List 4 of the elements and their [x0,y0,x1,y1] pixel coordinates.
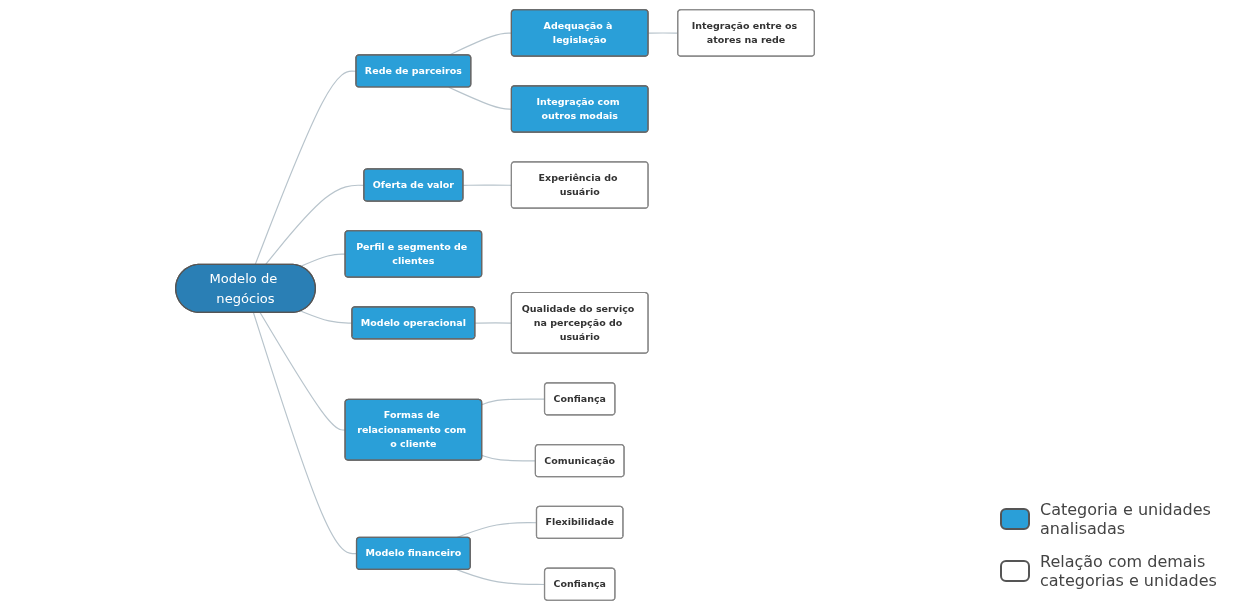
connector [259,312,346,431]
legend-text: Categoria e unidades analisadas [1040,500,1212,538]
connector [300,253,346,267]
legend-text: Relação com demais categorias e unidades [1040,552,1218,590]
